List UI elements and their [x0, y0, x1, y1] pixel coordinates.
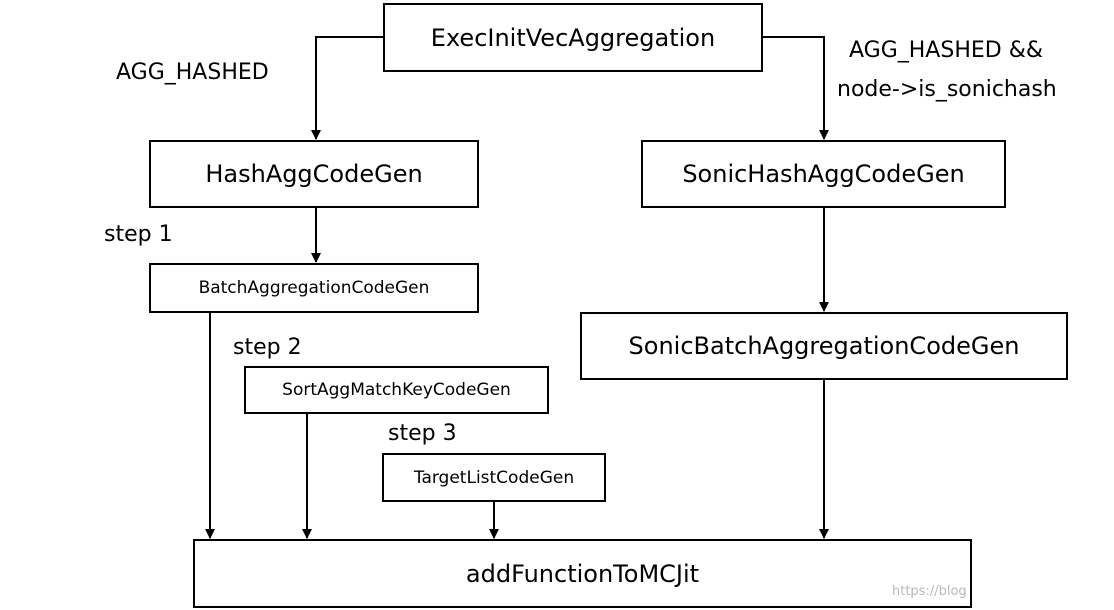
watermark-text: https://blog: [892, 584, 967, 599]
label-agg-hashed: AGG_HASHED: [116, 60, 269, 85]
label-step-3: step 3: [388, 421, 457, 446]
label-step-2: step 2: [233, 335, 302, 360]
node-add-function-to-mcjit: addFunctionToMCJit: [193, 539, 972, 608]
arrow-exec-to-sonichashagg: [763, 36, 829, 140]
arrow-exec-to-hashagg: [311, 36, 383, 140]
label-step-1: step 1: [104, 222, 173, 247]
node-exec-init-vec-aggregation: ExecInitVecAggregation: [383, 3, 763, 72]
label-agg-hashed-sonic-line1: AGG_HASHED &&: [849, 38, 1044, 63]
node-batch-aggregation-codegen: BatchAggregationCodeGen: [149, 263, 479, 313]
node-sonic-batch-aggregation-codegen: SonicBatchAggregationCodeGen: [580, 312, 1068, 380]
node-hash-agg-codegen: HashAggCodeGen: [149, 140, 479, 208]
label-agg-hashed-sonic-line2: node->is_sonichash: [837, 77, 1057, 102]
node-target-list-codegen: TargetListCodeGen: [382, 453, 606, 502]
node-sort-agg-match-key-codegen: SortAggMatchKeyCodeGen: [244, 366, 549, 414]
node-sonic-hash-agg-codegen: SonicHashAggCodeGen: [641, 140, 1006, 208]
